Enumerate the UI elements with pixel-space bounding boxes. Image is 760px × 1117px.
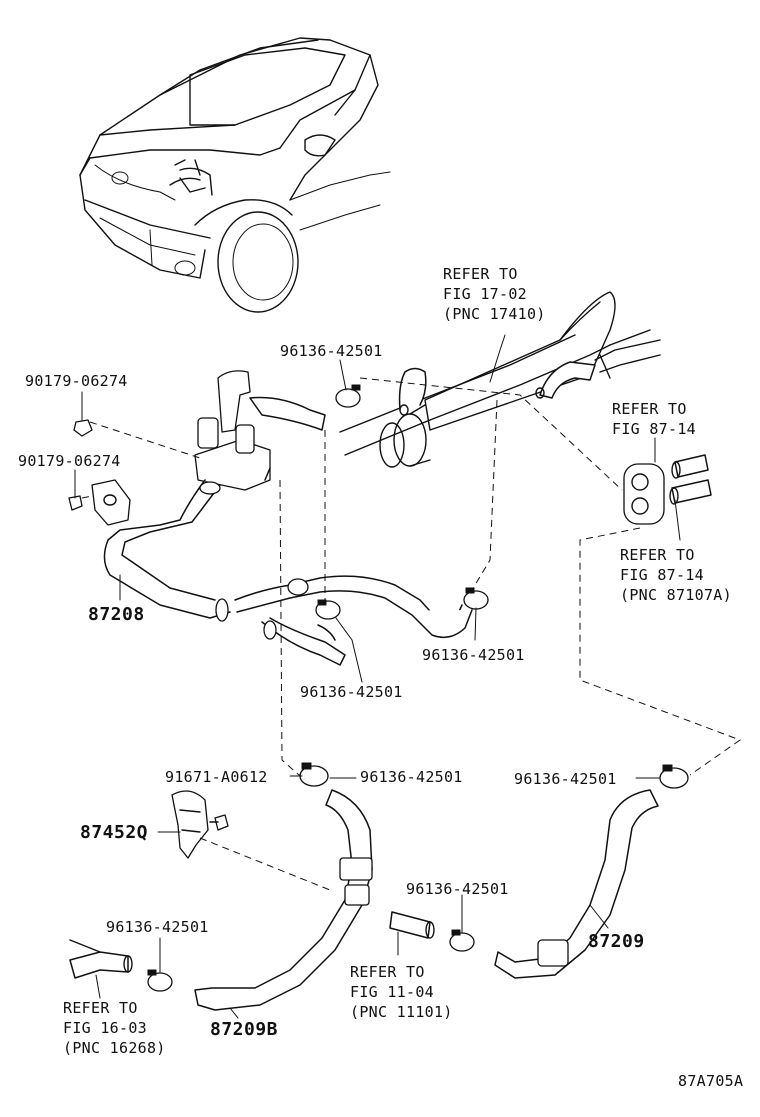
label-hose-right: 87209 [588,931,645,952]
refer-fig-17-02-line1: REFER TO [443,265,518,283]
refer-fig-16-03-line2: FIG 16-03 [63,1019,147,1037]
label-clamp-lower-center: 96136-42501 [360,768,463,786]
hose-87209 [494,789,659,979]
pipes [69,911,435,979]
label-clamp-bottom-center: 96136-42501 [406,880,509,898]
diagram-code: 87A705A [678,1072,743,1090]
label-hose-left: 87209B [210,1019,278,1040]
exhaust-pipe-assembly [339,291,661,468]
label-bracket: 87452Q [80,822,148,843]
dashed-guide-lines [81,377,742,891]
refer-fig-17-02-line3: (PNC 17410) [443,305,546,323]
hose-clamps [147,384,689,992]
refer-fig-17-02-line2: FIG 17-02 [443,285,527,303]
refer-fig-11-04-line3: (PNC 11101) [350,1003,453,1021]
hose-87209b [194,789,373,1011]
label-clamp-mid-center: 96136-42501 [300,683,403,701]
refer-fig-16-03-line3: (PNC 16268) [63,1039,166,1057]
label-bolt-upper: 90179-06274 [25,372,128,390]
refer-fig-16-03-line1: REFER TO [63,999,138,1017]
label-clamp-top: 96136-42501 [280,342,383,360]
label-clamp-mid-right: 96136-42501 [422,646,525,664]
heater-grommet [623,454,712,525]
label-hose-assembly: 87208 [88,604,145,625]
refer-fig-11-04-line2: FIG 11-04 [350,983,434,1001]
hose-assembly-87208 [91,370,473,666]
vehicle-illustration [79,37,391,313]
refer-fig-87-14-a-line1: REFER TO [612,400,687,418]
refer-fig-87-14-b-line2: FIG 87-14 [620,566,704,584]
label-bolt-bracket: 91671-A0612 [165,768,268,786]
labels: REFER TO FIG 17-02 (PNC 17410) 96136-425… [18,265,743,1090]
label-clamp-lower-right: 96136-42501 [514,770,617,788]
refer-fig-87-14-b-line3: (PNC 87107A) [620,586,732,604]
label-bolt-lower: 90179-06274 [18,452,121,470]
bracket-87452q [171,790,209,859]
refer-fig-87-14-a-line2: FIG 87-14 [612,420,696,438]
refer-fig-87-14-b-line1: REFER TO [620,546,695,564]
bolts [68,419,229,831]
label-clamp-bottom-left: 96136-42501 [106,918,209,936]
refer-fig-11-04-line1: REFER TO [350,963,425,981]
